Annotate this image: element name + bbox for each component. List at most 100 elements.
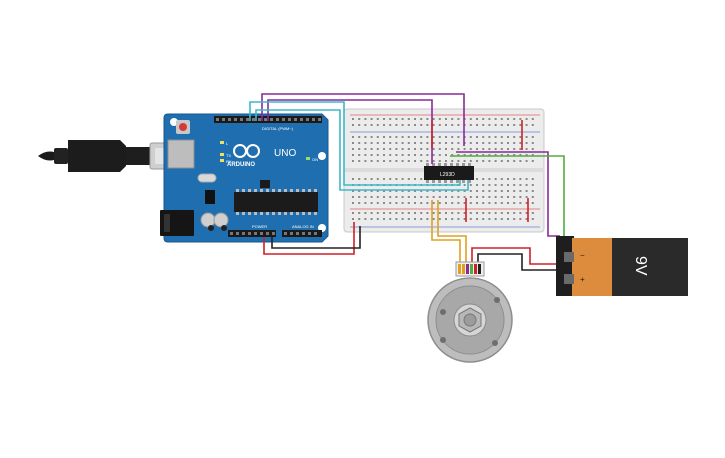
breadboard-hole <box>358 212 361 214</box>
analog-label: ANALOG IN <box>292 224 314 229</box>
crystal <box>197 173 217 183</box>
wire-cyan <box>255 109 469 191</box>
header-pin <box>294 118 297 121</box>
breadboard-hole <box>500 184 503 186</box>
breadboard-hole <box>469 202 472 204</box>
breadboard-hole <box>370 124 373 126</box>
breadboard-hole <box>500 212 503 214</box>
breadboard-hole <box>395 142 398 144</box>
breadboard-hole <box>414 212 416 214</box>
header-pin <box>258 118 261 121</box>
header-pin <box>314 232 317 235</box>
breadboard-hole <box>482 178 485 180</box>
chip-pin <box>278 189 281 192</box>
breadboard-hole <box>469 124 472 126</box>
breadboard-hole <box>476 136 478 138</box>
breadboard-hole <box>432 160 435 162</box>
breadboard-hole <box>488 124 491 126</box>
breadboard-hole <box>401 178 404 180</box>
breadboard-hole <box>494 124 497 126</box>
breadboard-hole <box>525 212 528 214</box>
breadboard-hole <box>383 124 385 126</box>
breadboard-hole <box>494 190 497 192</box>
breadboard-hole <box>414 148 416 150</box>
breadboard-hole <box>364 202 367 204</box>
breadboard-hole <box>476 124 478 126</box>
breadboard-hole <box>513 142 516 144</box>
breadboard-hole <box>531 136 534 138</box>
breadboard-hole <box>401 160 404 162</box>
l293d-chip[interactable]: L293D <box>424 163 474 183</box>
chip-pin <box>266 189 269 192</box>
breadboard-hole <box>414 178 416 180</box>
breadboard-hole <box>525 190 528 192</box>
breadboard-hole <box>407 178 410 180</box>
breadboard-hole <box>383 190 385 192</box>
breadboard-hole <box>525 136 528 138</box>
breadboard-hole <box>395 178 398 180</box>
header-pin <box>234 118 237 121</box>
breadboard-hole <box>376 136 379 138</box>
breadboard-hole <box>469 212 472 214</box>
breadboard-hole <box>420 142 423 144</box>
breadboard-hole <box>457 160 460 162</box>
breadboard-hole <box>358 202 361 204</box>
breadboard-hole <box>519 212 522 214</box>
breadboard-hole <box>414 160 416 162</box>
breadboard-hole <box>500 142 503 144</box>
reset-button-cap[interactable] <box>179 123 187 131</box>
wire-purple <box>261 93 465 146</box>
chip-pin <box>260 212 263 215</box>
breadboard-hole <box>352 196 354 198</box>
breadboard-hole <box>395 212 398 214</box>
arduino-uno-board[interactable]: ARDUINO UNO DIGITAL (PWM~) POWER ANALOG … <box>160 113 329 243</box>
breadboard-hole <box>507 212 509 214</box>
breadboard-hole <box>432 124 435 126</box>
breadboard-hole <box>401 202 404 204</box>
dc-motor-icon[interactable] <box>427 261 513 363</box>
chip-pin <box>450 163 453 166</box>
breadboard-hole <box>407 196 410 198</box>
breadboard-hole <box>519 148 522 150</box>
power-header[interactable] <box>228 230 276 237</box>
breadboard-hole <box>426 160 429 162</box>
breadboard-hole <box>507 118 509 120</box>
breadboard-hole <box>420 202 423 204</box>
battery-icon[interactable]: − + 9V <box>556 236 688 296</box>
breadboard-hole <box>432 218 435 220</box>
breadboard-hole <box>420 160 423 162</box>
breadboard-hole <box>432 136 435 138</box>
breadboard-hole <box>476 160 478 162</box>
breadboard-hole <box>407 118 410 120</box>
breadboard-hole <box>438 136 441 138</box>
breadboard-hole <box>445 190 447 192</box>
breadboard-hole <box>370 136 373 138</box>
breadboard-hole <box>401 190 404 192</box>
breadboard-hole <box>445 196 447 198</box>
breadboard-hole <box>507 190 509 192</box>
breadboard-hole <box>407 218 410 220</box>
breadboard-hole <box>525 142 528 144</box>
breadboard-hole <box>401 124 404 126</box>
wire-red <box>263 222 355 255</box>
breadboard-hole <box>389 118 392 120</box>
breadboard-hole <box>426 118 429 120</box>
breadboard-hole <box>531 142 534 144</box>
breadboard-hole <box>376 202 379 204</box>
breadboard-hole <box>457 124 460 126</box>
breadboard-hole <box>494 178 497 180</box>
breadboard-hole <box>383 160 385 162</box>
breadboard-hole <box>476 218 478 220</box>
chip-pin <box>456 163 459 166</box>
breadboard-hole <box>389 124 392 126</box>
breadboard-hole <box>482 148 485 150</box>
chip-label: L293D <box>440 172 455 178</box>
header-pin <box>264 118 267 121</box>
header-pin <box>282 118 285 121</box>
wire-orange <box>437 200 467 266</box>
breadboard-hole <box>494 148 497 150</box>
wire-red <box>471 247 556 266</box>
breadboard-hole <box>438 190 441 192</box>
breadboard-hole <box>445 136 447 138</box>
chip-pin <box>254 189 257 192</box>
